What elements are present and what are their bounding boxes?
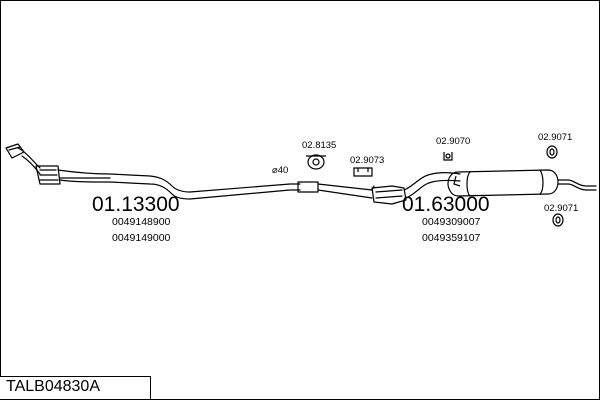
rubber-ring-icon [546, 145, 558, 159]
front-pipe [17, 147, 301, 200]
diagram-code-box: TALB04830A [0, 376, 151, 399]
fitting-label: 02.8135 [302, 140, 337, 151]
fitting-label: 02.9073 [350, 155, 385, 166]
fitting-label: 02.9070 [436, 136, 471, 147]
clamp-icon [306, 154, 326, 170]
pipe-diameter-label: ⌀40 [272, 165, 289, 176]
hanger-icon [443, 152, 461, 187]
bracket-icon [353, 167, 373, 177]
front-oe-number: 0049149000 [112, 232, 171, 244]
rear-oe-number: 0049309007 [422, 216, 481, 228]
front-part-number: 01.13300 [92, 193, 180, 216]
fitting-label: 02.9071 [544, 203, 579, 214]
rubber-ring-icon [552, 213, 564, 227]
diagram-code: TALB04830A [6, 378, 100, 395]
middle-pipe [297, 171, 461, 205]
front-flange-icon [5, 143, 25, 159]
front-oe-number: 0049148900 [112, 216, 171, 228]
rear-silencer [447, 169, 597, 197]
rear-oe-number: 0049359107 [422, 232, 481, 244]
fitting-label: 02.9071 [538, 132, 573, 143]
rear-part-number: 01.63000 [402, 193, 490, 216]
